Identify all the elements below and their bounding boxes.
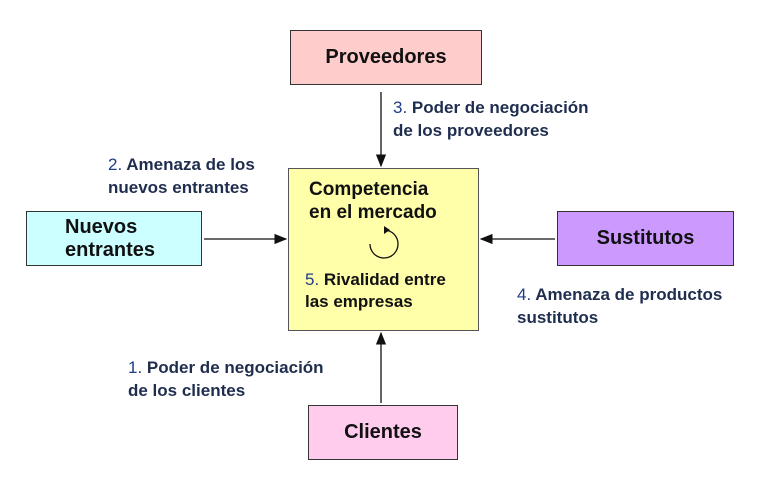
rivalidad-label: 5. Rivalidad entre las empresas	[305, 269, 477, 313]
competencia-title-line1: Competencia	[309, 179, 429, 200]
force-sustitutos-line1: Amenaza de productos	[531, 285, 723, 304]
force-sustitutos-line2: sustitutos	[517, 308, 599, 328]
force-proveedores-line2: de los proveedores	[393, 121, 549, 141]
proveedores-box: Proveedores	[290, 30, 482, 85]
force-nuevos-line1: Amenaza de los	[122, 155, 255, 174]
force-label-nuevos: 2. Amenaza de los nuevos entrantes	[108, 153, 255, 200]
force-number-clientes: 1.	[128, 358, 143, 377]
force-number-nuevos: 2.	[108, 155, 123, 174]
clientes-label: Clientes	[344, 421, 422, 443]
rivalidad-number: 5.	[305, 270, 320, 289]
force-label-proveedores: 3. Poder de negociación de los proveedor…	[393, 96, 589, 143]
force-number-sustitutos: 4.	[517, 285, 532, 304]
competencia-title: Competencia en el mercado	[309, 179, 469, 225]
rotation-arrow-icon	[369, 226, 399, 259]
rivalidad-line1: Rivalidad entre	[319, 270, 446, 289]
force-clientes-line2: de los clientes	[128, 381, 246, 401]
force-clientes-line1: Poder de negociación	[142, 358, 324, 377]
rivalidad-line2: las empresas	[305, 292, 413, 312]
proveedores-label: Proveedores	[325, 46, 447, 68]
sustitutos-box: Sustitutos	[557, 211, 734, 266]
force-proveedores-line1: Poder de negociación	[407, 98, 589, 117]
nuevos-label-line1: Nuevos	[65, 215, 138, 238]
nuevos-entrantes-box: Nuevos entrantes	[26, 211, 202, 266]
competencia-title-line2: en el mercado	[309, 201, 437, 223]
competencia-box: Competencia en el mercado 5. Rivalidad e…	[288, 168, 479, 331]
force-label-clientes: 1. Poder de negociación de los clientes	[128, 356, 324, 403]
clientes-box: Clientes	[308, 405, 458, 460]
nuevos-label-line2: entrantes	[65, 238, 156, 261]
force-nuevos-line2: nuevos entrantes	[108, 178, 249, 198]
force-number-proveedores: 3.	[393, 98, 408, 117]
force-label-sustitutos: 4. Amenaza de productos sustitutos	[517, 283, 722, 330]
sustitutos-label: Sustitutos	[596, 227, 695, 249]
